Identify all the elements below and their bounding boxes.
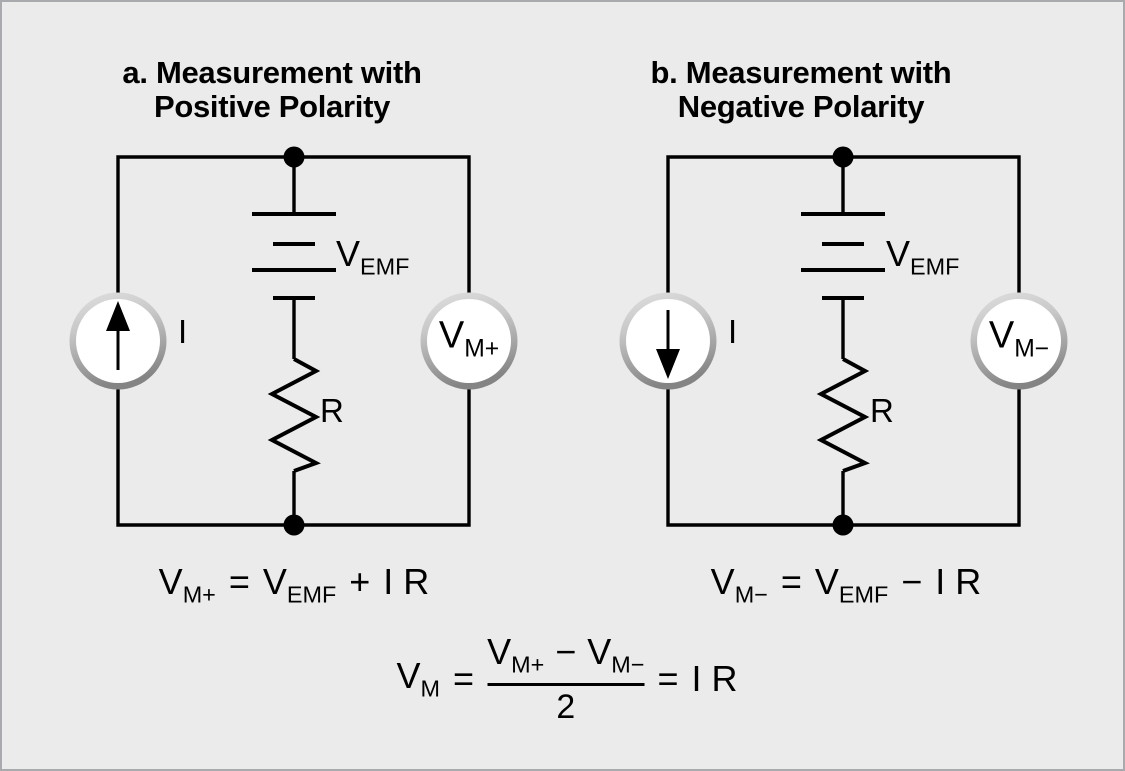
junction-dot (832, 146, 854, 168)
voltmeter-label: VM+ (438, 314, 500, 363)
fraction-bar (487, 682, 645, 686)
title-line-1: b. Measurement with (650, 55, 952, 90)
junction-dot (283, 146, 305, 168)
equation-b: VM−=VEMF−I R (710, 561, 982, 608)
circuit-b-graphics (619, 146, 1068, 536)
resistor-label: R (870, 392, 894, 429)
current-label: I (728, 313, 738, 350)
circuit-b-title: b. Measurement with Negative Polarity (571, 56, 1031, 124)
circuit-a-graphics (69, 146, 518, 536)
emf-label: VEMF (886, 233, 960, 280)
resistor-label: R (320, 392, 344, 429)
fraction-numerator: VM+ − VM− (487, 631, 645, 678)
resistor-icon (267, 357, 321, 525)
current-source-icon (69, 292, 167, 390)
arrow-down-icon (656, 310, 680, 379)
junction-dot (832, 514, 854, 536)
equation-a: VM+=VEMF+I R (158, 561, 430, 608)
arrow-up-icon (106, 301, 130, 370)
voltmeter-label: VM− (988, 314, 1050, 363)
current-source-icon (619, 292, 717, 390)
wire-loop (666, 155, 1021, 527)
voltmeter-icon (420, 292, 518, 390)
battery-icon (801, 157, 885, 359)
combined-equation: VM = VM+ − VM− 2 = I R (396, 631, 738, 727)
circuit-a-title: a. Measurement with Positive Polarity (42, 56, 502, 124)
resistor-icon (816, 357, 870, 525)
emf-label: VEMF (336, 233, 410, 280)
voltmeter-icon (970, 292, 1068, 390)
combined-lhs: VM (396, 655, 441, 702)
title-line-2: Positive Polarity (153, 89, 391, 124)
current-label: I (178, 313, 188, 350)
fraction: VM+ − VM− 2 (487, 631, 645, 727)
combined-rhs: I R (691, 657, 738, 699)
fraction-denominator: 2 (556, 687, 576, 726)
junction-dot (283, 514, 305, 536)
title-line-2: Negative Polarity (677, 89, 925, 124)
wire-loop (116, 155, 471, 527)
title-line-1: a. Measurement with (122, 55, 422, 90)
battery-icon (252, 157, 336, 359)
